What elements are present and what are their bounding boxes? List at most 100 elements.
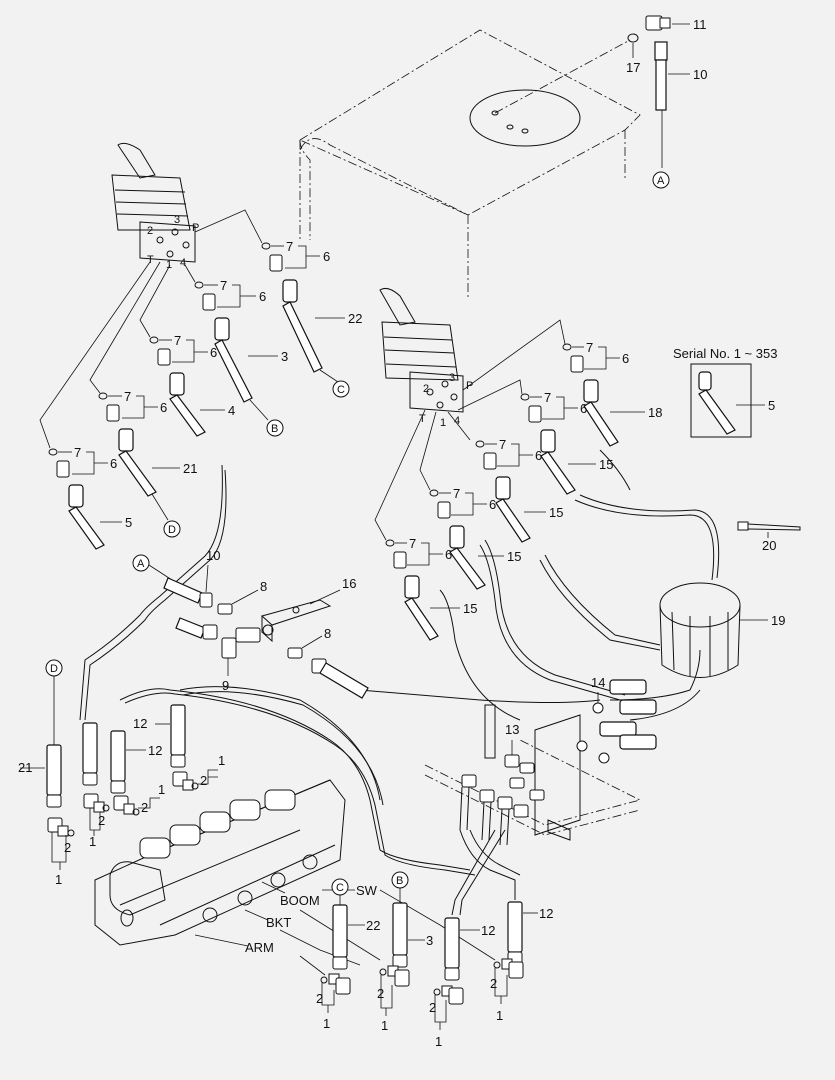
elbow-fitting-11: 11 <box>645 15 707 32</box>
port-p-left: P <box>192 222 199 234</box>
label-boom: BOOM <box>280 893 320 908</box>
right-hose-18: 18 7 6 <box>562 340 662 447</box>
lower-elbow-group-b: 2 1 <box>377 965 410 1033</box>
connector-d-left: D <box>168 524 176 536</box>
connector-a-top: A <box>657 175 665 187</box>
fitting-13: 13 <box>504 722 545 801</box>
port-3-right: 3 <box>449 372 455 384</box>
label-2-lower-c: 2 <box>429 1000 436 1015</box>
label-1-lower-a: 1 <box>323 1016 330 1031</box>
label-2-b: 2 <box>98 813 105 828</box>
label-9: 9 <box>222 678 229 693</box>
label-1-lower-d: 1 <box>496 1008 503 1023</box>
lower-elbow-group-a: 2 1 <box>316 973 351 1031</box>
label-21-left: 21 <box>183 461 197 476</box>
label-15-c: 15 <box>507 549 521 564</box>
label-12-lower-a: 12 <box>481 923 495 938</box>
label-2-a: 2 <box>64 840 71 855</box>
label-6-b: 6 <box>259 289 266 304</box>
label-15-a: 15 <box>599 457 613 472</box>
label-21-lower: 21 <box>18 760 32 775</box>
lower-elbow-group-d: 2 1 <box>490 958 524 1023</box>
vertical-hose-12-a <box>82 722 98 786</box>
plug-14: 14 <box>576 675 657 764</box>
label-15-b: 15 <box>549 505 563 520</box>
label-14: 14 <box>591 675 605 690</box>
vertical-hose-12-b: 12 <box>110 730 162 794</box>
right-joystick-pilot-valve: 2 3 P T 1 4 <box>379 288 473 429</box>
label-8-b: 8 <box>324 626 331 641</box>
connector-d-lower: D <box>50 663 58 675</box>
left-elbow-group-d: 2 1 <box>172 753 225 791</box>
label-2-lower-b: 2 <box>377 986 384 1001</box>
label-5-serial: 5 <box>768 398 775 413</box>
left-hose-22: C 22 <box>261 242 362 398</box>
label-1-lower-c: 1 <box>435 1034 442 1049</box>
label-7-g: 7 <box>544 390 551 405</box>
label-7-f: 7 <box>586 340 593 355</box>
label-1-b: 1 <box>89 834 96 849</box>
o-ring-17: 17 <box>626 33 640 75</box>
label-6-f: 6 <box>622 351 629 366</box>
left-hose-5: 5 7 6 <box>48 445 132 550</box>
adapter-8-b: 8 <box>287 626 331 659</box>
label-7-a: 7 <box>286 239 293 254</box>
lower-hose-12-a: 12 <box>444 917 495 981</box>
hose-10-top: 10 A <box>652 41 707 189</box>
label-18: 18 <box>648 405 662 420</box>
label-7-b: 7 <box>220 278 227 293</box>
label-1-c: 1 <box>158 782 165 797</box>
elbows-near-solenoid <box>459 774 529 846</box>
label-11: 11 <box>693 17 707 32</box>
tee-fitting-9: 9 <box>221 627 261 693</box>
lower-hose-12-b: 12 <box>507 901 553 965</box>
protective-sleeve-19: 19 <box>659 582 785 678</box>
lower-elbow-group-c: 2 1 <box>429 985 464 1049</box>
left-elbow-group-b: 2 1 <box>83 793 110 849</box>
label-1-d: 1 <box>218 753 225 768</box>
adapter-8-a: 8 <box>217 579 267 615</box>
hydraulic-tank <box>299 29 641 300</box>
label-arm: ARM <box>245 940 274 955</box>
left-hose-4: 4 7 6 <box>149 333 235 437</box>
label-6-d: 6 <box>160 400 167 415</box>
connector-b-lower: B <box>396 875 403 887</box>
label-6-h: 6 <box>535 448 542 463</box>
port-t-left: T <box>147 254 154 266</box>
label-3-left: 3 <box>281 349 288 364</box>
serial-note: Serial No. 1 ~ 353 <box>673 346 777 361</box>
right-hose-15-d: 15 7 6 <box>385 536 477 641</box>
connector-c-lower: C <box>336 882 344 894</box>
label-10-top: 10 <box>693 67 707 82</box>
right-hose-15-a: 15 7 6 <box>520 390 613 495</box>
lower-hose-3: B 3 <box>391 871 433 968</box>
label-6-j: 6 <box>445 547 452 562</box>
label-sw: SW <box>356 883 378 898</box>
label-8-a: 8 <box>260 579 267 594</box>
drain-hose <box>311 658 369 699</box>
main-control-valve <box>94 779 346 946</box>
port-3-left: 3 <box>174 214 180 226</box>
left-ring-fit-7-6-a: 7 6 <box>271 239 330 269</box>
left-elbow-group-c: 2 1 <box>113 782 165 816</box>
port-2-right: 2 <box>423 383 429 395</box>
label-5-left: 5 <box>125 515 132 530</box>
center-hose-10: A 10 <box>132 548 220 640</box>
vertical-hose-21: D 21 <box>18 659 63 808</box>
label-22-lower: 22 <box>366 918 380 933</box>
right-hose-15-b: 15 7 6 <box>475 437 563 543</box>
block-16: 16 <box>260 576 356 643</box>
left-joystick-pilot-valve: 2 3 P T 1 4 <box>111 142 199 271</box>
connector-c-left: C <box>337 384 345 396</box>
label-bkt: BKT <box>266 915 291 930</box>
label-12-c: 12 <box>133 716 147 731</box>
port-1-right: 1 <box>440 417 446 429</box>
label-1-lower-b: 1 <box>381 1018 388 1033</box>
label-19: 19 <box>771 613 785 628</box>
label-6-i: 6 <box>489 497 496 512</box>
cable-tie-20: 20 <box>737 521 801 553</box>
label-1-a: 1 <box>55 872 62 887</box>
label-22-left: 22 <box>348 311 362 326</box>
connector-a-center: A <box>137 558 145 570</box>
